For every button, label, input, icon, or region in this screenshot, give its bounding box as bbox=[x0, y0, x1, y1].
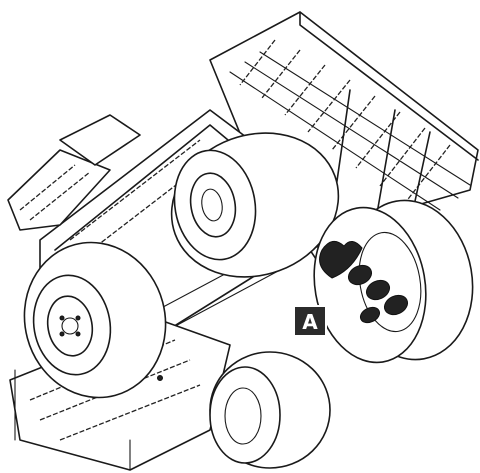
tire-upper-center bbox=[170, 132, 340, 278]
callout-a-label: A bbox=[302, 310, 318, 334]
wheel-hub-highlight bbox=[319, 240, 409, 324]
tire-lower-left bbox=[23, 241, 167, 399]
callout-a-box bbox=[293, 305, 327, 337]
callout-a[interactable]: A bbox=[293, 305, 327, 337]
front-deck bbox=[7, 114, 141, 231]
dual-rear-tires bbox=[313, 199, 474, 364]
tire-bottom-center bbox=[209, 351, 331, 469]
